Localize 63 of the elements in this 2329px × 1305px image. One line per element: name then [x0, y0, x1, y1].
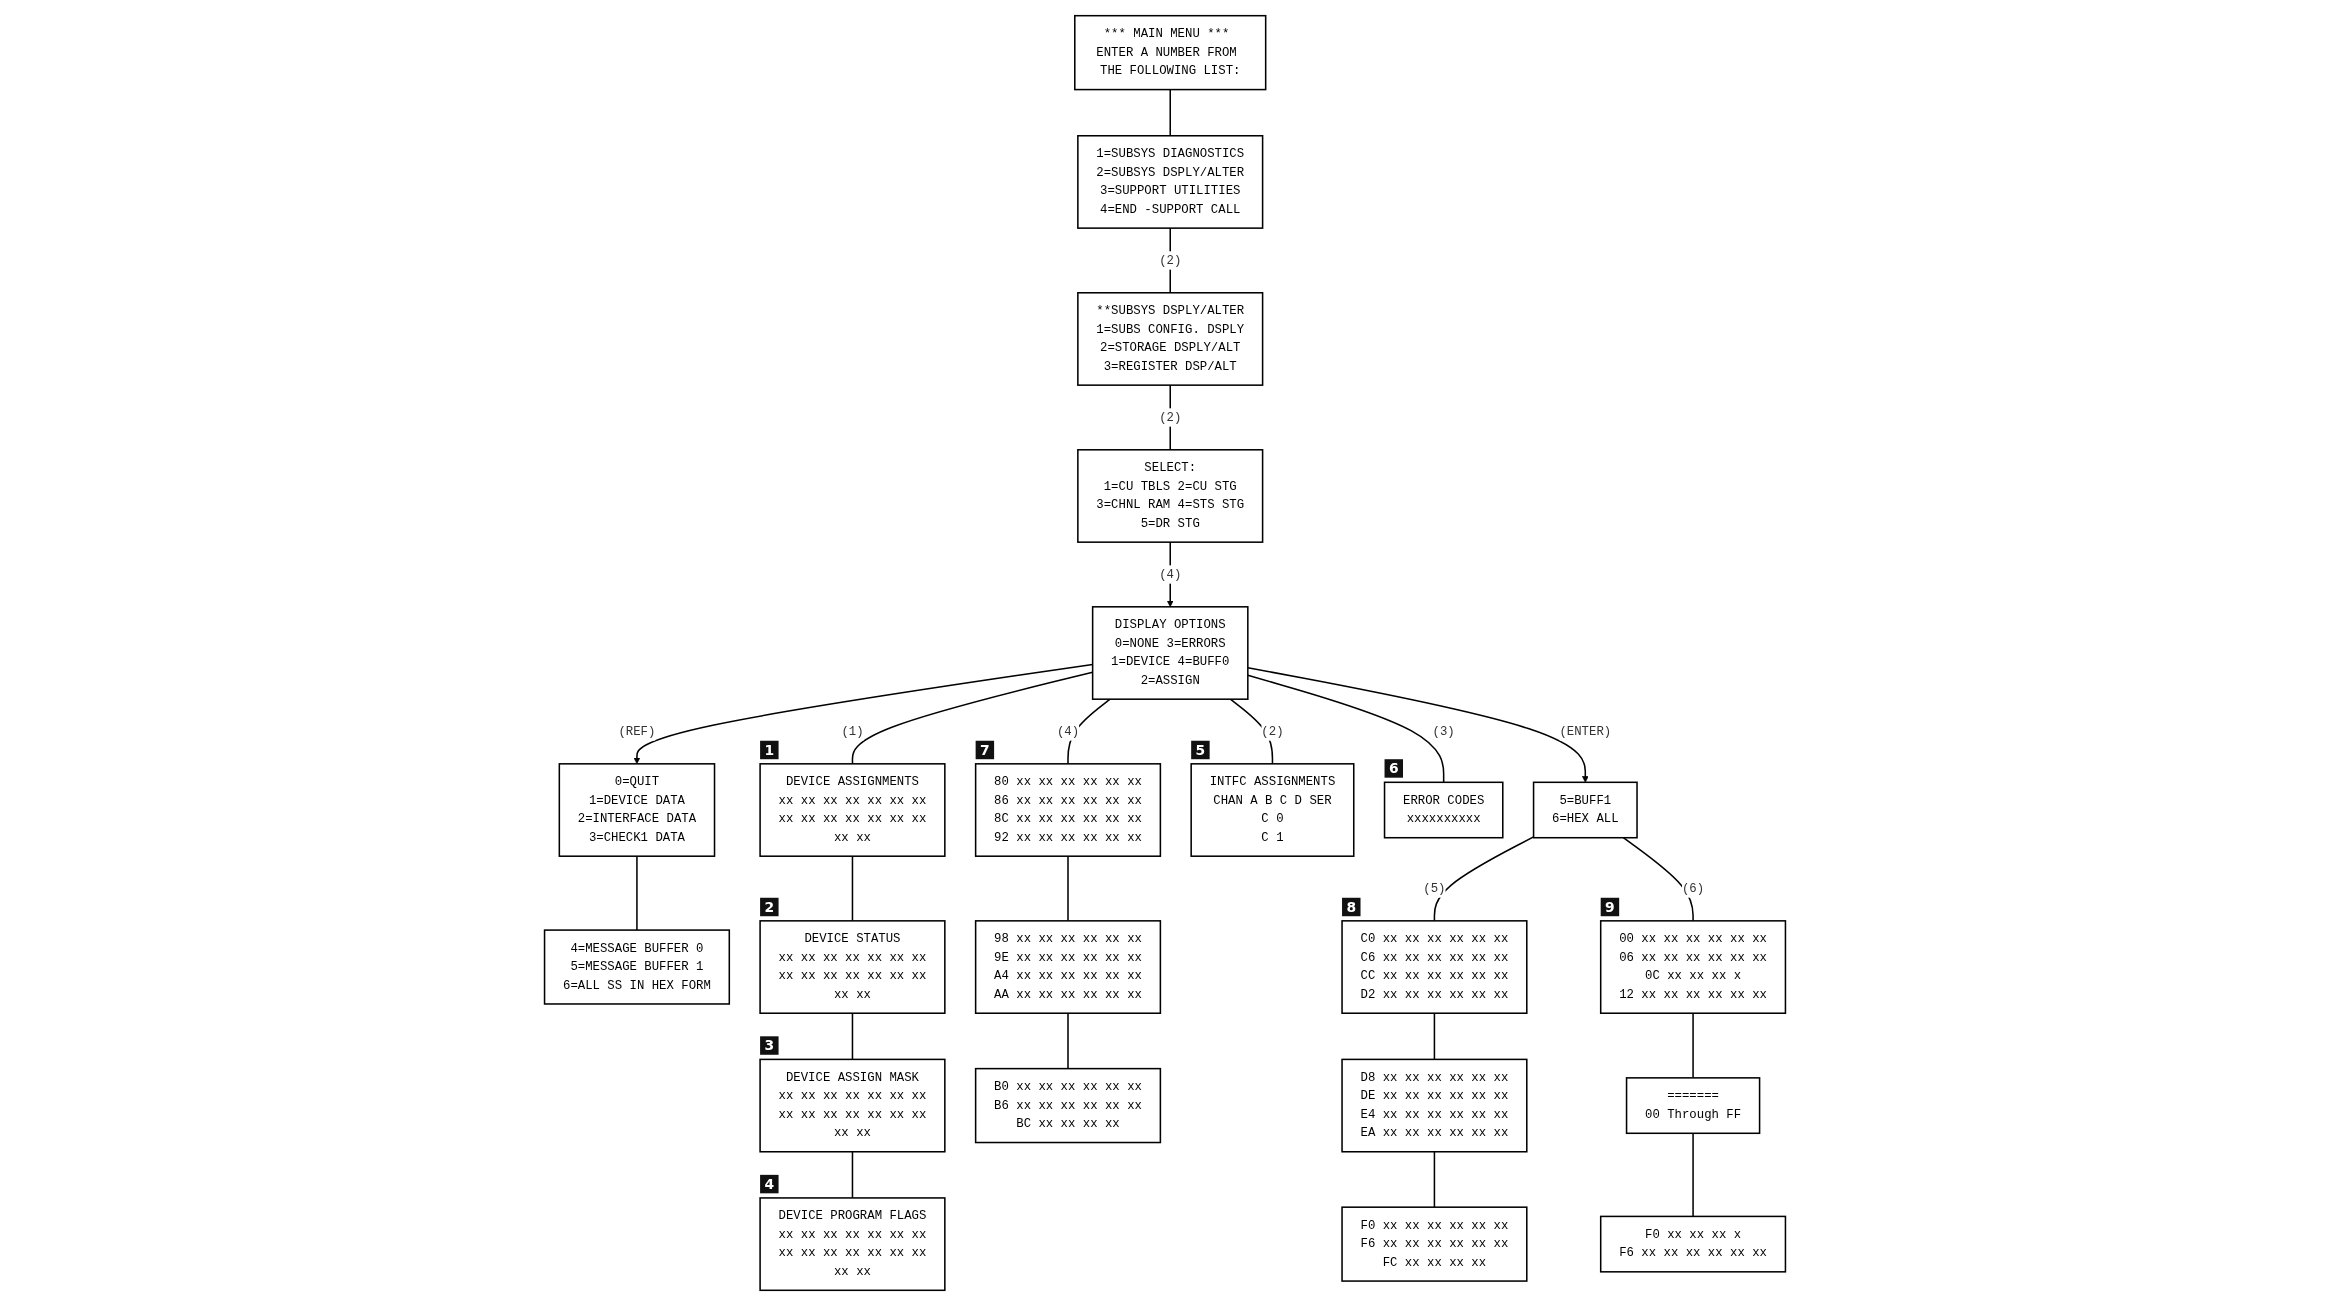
node-box: 0=QUIT 1=DEVICE DATA 2=INTERFACE DATA 3=CHECK1 DATA — [558, 762, 715, 857]
connector — [1691, 1011, 1694, 1079]
node-box: B0 xx xx xx xx xx xx B6 xx xx xx xx xx xx BC xx xx xx xx — [974, 1067, 1161, 1143]
connector — [1168, 383, 1171, 451]
connector — [1066, 1011, 1069, 1069]
connector — [1691, 1132, 1694, 1217]
connector — [851, 670, 1093, 765]
node-box: INTFC ASSIGNMENTS CHAN A B C D SER C 0 C 1 — [1189, 762, 1354, 857]
connector — [1066, 854, 1069, 922]
edge-label: (6) — [1681, 881, 1704, 895]
connector — [1622, 836, 1694, 922]
node-box: DEVICE ASSIGNMENTS xx xx xx xx xx xx xx xx xx xx xx xx xx xx xx xx — [758, 762, 946, 857]
connector — [1433, 1150, 1435, 1208]
connector — [1168, 226, 1171, 294]
connector — [851, 854, 853, 922]
number-badge: 1 — [759, 740, 779, 759]
connector — [1066, 697, 1111, 765]
edge-label: (5) — [1422, 881, 1446, 895]
node-box: DISPLAY OPTIONS 0=NONE 3=ERRORS 1=DEVICE 4=BUFF0 2=ASSIGN — [1091, 605, 1249, 700]
connector — [1168, 88, 1171, 137]
connector — [1433, 835, 1534, 922]
number-badge: 6 — [1384, 758, 1403, 778]
node-box: ======= 00 Through FF — [1625, 1076, 1760, 1134]
connector — [851, 1150, 853, 1199]
number-badge: 3 — [759, 1035, 779, 1055]
node-box: SELECT: 1=CU TBLS 2=CU STG 3=CHNL RAM 4=STS STG 5=DR STG — [1076, 448, 1263, 543]
node-box: D8 xx xx xx xx xx xx DE xx xx xx xx xx xx E4 xx xx xx xx xx xx EA xx xx xx xx xx xx — [1340, 1058, 1528, 1153]
number-badge: 7 — [975, 740, 994, 759]
edge-label: (1) — [840, 724, 864, 738]
node-box: F0 xx xx xx xx xx xx F6 xx xx xx xx xx xx FC xx xx xx xx — [1340, 1205, 1528, 1282]
node-box: DEVICE ASSIGN MASK xx xx xx xx xx xx xx xx xx xx xx xx xx xx xx xx — [758, 1058, 946, 1153]
edge-label: (4) — [1158, 567, 1181, 581]
node-box: 5=BUFF1 6=HEX ALL — [1532, 781, 1638, 838]
node-box: DEVICE STATUS xx xx xx xx xx xx xx xx xx xx xx xx xx xx xx xx — [758, 919, 946, 1014]
node-box: DEVICE PROGRAM FLAGS xx xx xx xx xx xx xx xx xx xx xx xx xx xx xx xx — [758, 1196, 946, 1291]
node-box: 4=MESSAGE BUFFER 0 5=MESSAGE BUFFER 1 6=ALL SS IN HEX FORM — [543, 928, 730, 1005]
node-box: 1=SUBSYS DIAGNOSTICS 2=SUBSYS DSPLY/ALTER 3=SUPPORT UTILITIES 4=END -SUPPORT CALL — [1076, 134, 1263, 229]
edge-label: (REF) — [617, 724, 655, 738]
edge-label: (4) — [1056, 724, 1079, 738]
node-box: 80 xx xx xx xx xx xx 86 xx xx xx xx xx xx 8C xx xx xx xx xx xx 92 xx xx xx xx xx xx — [974, 762, 1161, 857]
node-box: F0 xx xx xx x F6 xx xx xx xx xx xx — [1599, 1215, 1786, 1273]
connector — [1433, 1011, 1435, 1060]
connector — [635, 854, 638, 931]
arrow — [1166, 540, 1174, 607]
number-badge: 4 — [759, 1174, 779, 1193]
edge-label: (3) — [1432, 724, 1455, 738]
arrow — [633, 663, 1093, 764]
node-box: 00 xx xx xx xx xx xx 06 xx xx xx xx xx xx 0C xx xx xx x 12 xx xx xx xx xx xx — [1599, 919, 1786, 1014]
number-badge: 5 — [1190, 740, 1210, 759]
number-badge: 2 — [759, 897, 779, 916]
node-box: ERROR CODES xxxxxxxxxx — [1383, 781, 1504, 838]
connector — [851, 1011, 853, 1060]
connector — [1229, 697, 1273, 765]
number-badge: 8 — [1341, 897, 1360, 916]
node-box: **SUBSYS DSPLY/ALTER 1=SUBS CONFIG. DSPLY 2=STORAGE DSPLY/ALT 3=REGISTER DSP/ALT — [1076, 291, 1263, 386]
node-box: *** MAIN MENU *** ENTER A NUMBER FROM THE FOLLOWING LIST: — [1073, 14, 1266, 90]
node-box: C0 xx xx xx xx xx xx C6 xx xx xx xx xx xx CC xx xx xx xx xx xx D2 xx xx xx xx xx xx — [1340, 919, 1528, 1014]
edge-label: (2) — [1260, 724, 1284, 738]
edge-label: (2) — [1158, 253, 1181, 267]
node-box: 98 xx xx xx xx xx xx 9E xx xx xx xx xx xx A4 xx xx xx xx xx xx AA xx xx xx xx xx xx — [974, 919, 1161, 1014]
number-badge: 9 — [1600, 897, 1619, 916]
edge-label: (ENTER) — [1558, 724, 1611, 738]
edge-label: (2) — [1158, 410, 1181, 424]
